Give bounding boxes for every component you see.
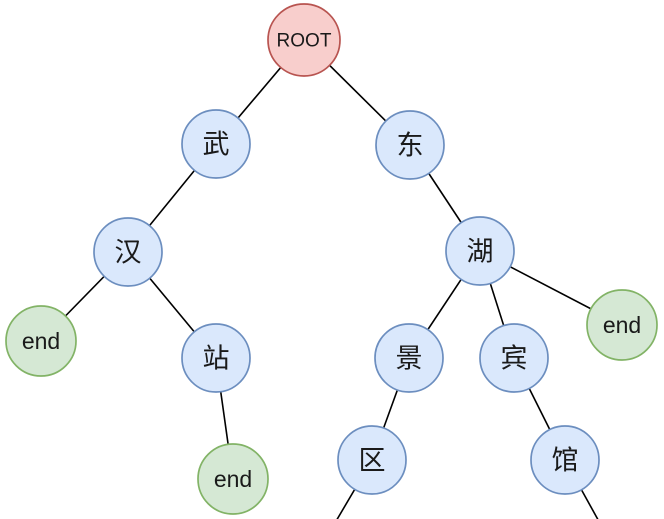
node-zhan-label: 站 (203, 344, 230, 374)
node-root: ROOT (267, 3, 341, 77)
node-end-right-circle (586, 289, 658, 361)
node-guan-circle (530, 425, 600, 495)
node-bin-label: 宾 (501, 344, 528, 374)
node-root-label: ROOT (277, 31, 332, 52)
node-hu-circle (445, 216, 515, 286)
node-han-circle (93, 217, 163, 287)
node-end-left: end (5, 305, 77, 377)
node-qu-label: 区 (359, 446, 386, 476)
node-end-bottom: end (197, 443, 269, 515)
node-dong-label: 东 (397, 131, 424, 161)
node-end-right: end (586, 289, 658, 361)
node-qu: 区 (337, 425, 407, 495)
node-hu-label: 湖 (467, 237, 494, 267)
node-guan-label: 馆 (552, 446, 579, 476)
node-dong-circle (375, 110, 445, 180)
node-hu: 湖 (445, 216, 515, 286)
node-zhan: 站 (181, 323, 251, 393)
node-bin: 宾 (479, 323, 549, 393)
node-zhan-circle (181, 323, 251, 393)
node-end-bottom-circle (197, 443, 269, 515)
node-wu-label: 武 (203, 130, 230, 160)
node-wu: 武 (181, 109, 251, 179)
node-root-circle (267, 3, 341, 77)
node-guan: 馆 (530, 425, 600, 495)
node-jing: 景 (374, 323, 444, 393)
nodes-layer: ROOT 武 东 汉 end 站 (5, 3, 658, 515)
node-han: 汉 (93, 217, 163, 287)
node-end-left-circle (5, 305, 77, 377)
node-dong: 东 (375, 110, 445, 180)
node-han-label: 汉 (115, 238, 142, 268)
node-bin-circle (479, 323, 549, 393)
node-end-right-label: end (603, 312, 641, 338)
node-end-left-label: end (22, 328, 60, 354)
node-jing-circle (374, 323, 444, 393)
node-qu-circle (337, 425, 407, 495)
node-wu-circle (181, 109, 251, 179)
node-end-bottom-label: end (214, 466, 252, 492)
node-jing-label: 景 (396, 344, 423, 374)
